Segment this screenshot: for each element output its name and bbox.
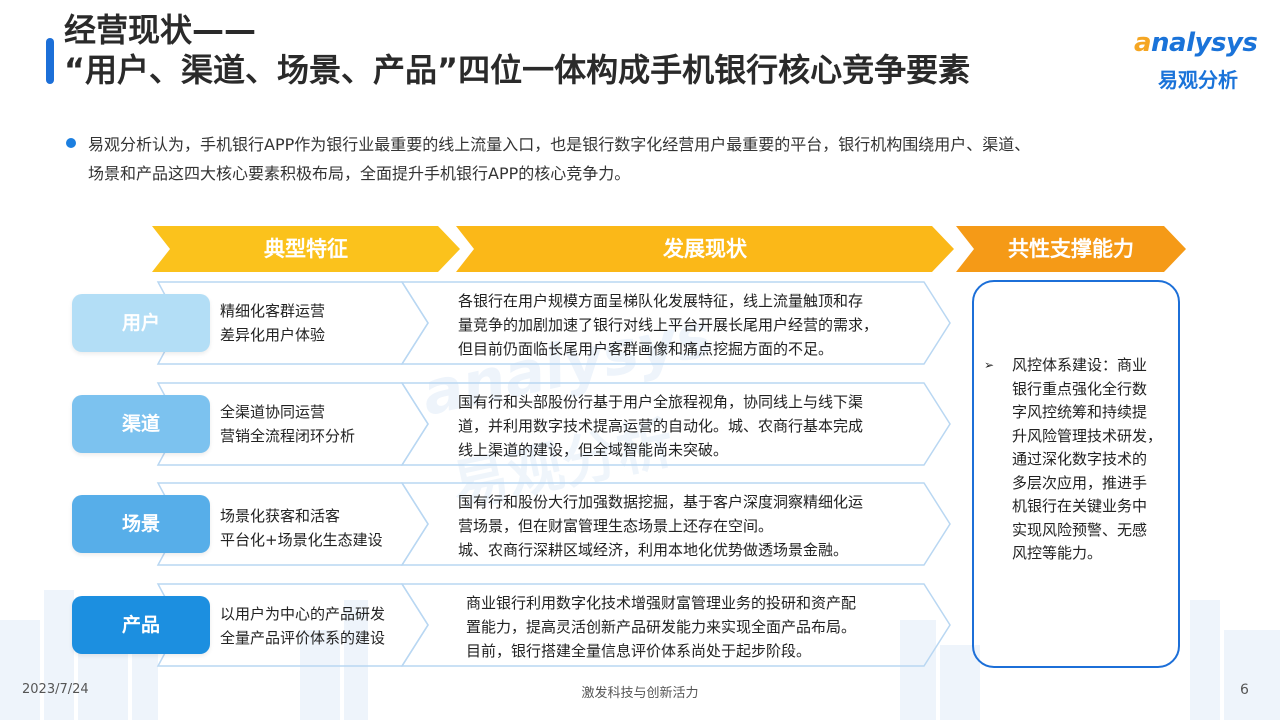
intro-line-2: 场景和产品这四大核心要素积极布局，全面提升手机银行APP的核心竞争力。 — [88, 164, 631, 183]
title-accent-bar — [46, 38, 54, 84]
status-line: 但目前仍面临长尾用户客群画像和痛点挖掘方面的不足。 — [458, 340, 834, 358]
feature-line: 以用户为中心的产品研发 — [220, 605, 386, 623]
row-label-product: 产品 — [72, 596, 210, 654]
footer-slogan: 激发科技与创新活力 — [581, 686, 699, 701]
intro-paragraph: 易观分析认为，手机银行APP作为银行业最重要的线上流量入口，也是银行数字化经营用… — [88, 130, 1208, 188]
title-line-2: “用户、渠道、场景、产品”四位一体构成手机银行核心竞争要素 — [64, 51, 971, 89]
support-line: 升风险管理技术研发， — [1012, 426, 1163, 445]
feature-line: 差异化用户体验 — [220, 326, 326, 344]
support-line: 实现风险预警、无感 — [1012, 520, 1148, 539]
status-line: 营场景，但在财富管理生态场景上还存在空间。 — [458, 517, 774, 535]
header-support: 共性支撑能力 — [956, 226, 1186, 272]
support-line: 字风控统筹和持续提 — [1012, 403, 1148, 421]
status-line: 道，并利用数字技术提高运营的自动化。城、农商行基本完成 — [458, 417, 864, 435]
intro-line-1: 易观分析认为，手机银行APP作为银行业最重要的线上流量入口，也是银行数字化经营用… — [88, 135, 1031, 154]
header-typical-label: 典型特征 — [264, 237, 348, 261]
row-status-channel: 国有行和头部股份行基于用户全旅程视角，协同线上与线下渠 道，并利用数字技术提高运… — [458, 390, 898, 462]
support-line: 风控等能力。 — [1012, 544, 1103, 562]
status-line: 商业银行利用数字化技术增强财富管理业务的投研和资产配 — [466, 594, 857, 612]
header-typical: 典型特征 — [152, 226, 460, 272]
row-label-user: 用户 — [72, 294, 210, 352]
row-status-scene: 国有行和股份大行加强数据挖掘，基于客户深度洞察精细化运 营场景，但在财富管理生态… — [458, 490, 898, 562]
support-line: 通过深化数字技术的 — [1012, 450, 1148, 468]
page-title: 经营现状—— “用户、渠道、场景、产品”四位一体构成手机银行核心竞争要素 — [64, 10, 970, 90]
header-support-label: 共性支撑能力 — [1008, 237, 1134, 261]
feature-line: 全量产品评价体系的建设 — [220, 629, 386, 647]
row-label-scene: 场景 — [72, 495, 210, 553]
status-line: 量竞争的加剧加速了银行对线上平台开展长尾用户经营的需求， — [458, 316, 879, 334]
row-features-scene: 场景化获客和活客 平台化+场景化生态建设 — [220, 504, 383, 552]
footer-date: 2023/7/24 — [22, 682, 89, 697]
row-label-channel: 渠道 — [72, 395, 210, 453]
arrow-bullet-icon: ➢ — [984, 358, 995, 372]
status-line: 置能力，提高灵活创新产品研发能力来实现全面产品布局。 — [466, 618, 857, 636]
row-features-user: 精细化客群运营 差异化用户体验 — [220, 299, 325, 347]
status-line: 国有行和股份大行加强数据挖掘，基于客户深度洞察精细化运 — [458, 493, 864, 511]
analysys-logo: analysys 易观分析 — [1134, 28, 1260, 94]
support-line: 风控体系建设：商业 — [1012, 356, 1148, 374]
status-line: 目前，银行搭建全量信息评价体系尚处于起步阶段。 — [466, 642, 812, 660]
row-features-product: 以用户为中心的产品研发 全量产品评价体系的建设 — [220, 602, 385, 650]
logo-cn-text: 易观分析 — [1158, 68, 1238, 92]
feature-line: 全渠道协同运营 — [220, 403, 326, 421]
header-status: 发展现状 — [456, 226, 954, 272]
title-line-1: 经营现状—— — [64, 11, 257, 49]
support-capability-box — [972, 280, 1180, 668]
logo-en-text: analysys — [1134, 28, 1258, 58]
page-number: 6 — [1240, 682, 1249, 698]
feature-line: 营销全流程闭环分析 — [220, 427, 356, 445]
status-line: 线上渠道的建设，但全域智能尚未突破。 — [458, 441, 729, 459]
support-line: 银行重点强化全行数 — [1012, 379, 1148, 398]
feature-line: 精细化客群运营 — [220, 302, 326, 320]
row-status-product: 商业银行利用数字化技术增强财富管理业务的投研和资产配 置能力，提高灵活创新产品研… — [466, 591, 906, 663]
feature-line: 场景化获客和活客 — [220, 507, 341, 525]
support-line: 多层次应用，推进手 — [1012, 473, 1148, 492]
support-text: 风控体系建设：商业 银行重点强化全行数 字风控统筹和持续提 升风险管理技术研发，… — [1012, 354, 1172, 566]
bullet-dot-icon — [66, 138, 76, 148]
row-status-user: 各银行在用户规模方面呈梯队化发展特征，线上流量触顶和存 量竞争的加剧加速了银行对… — [458, 289, 898, 361]
status-line: 国有行和头部股份行基于用户全旅程视角，协同线上与线下渠 — [458, 393, 864, 411]
feature-line: 平台化+场景化生态建设 — [220, 531, 383, 549]
status-line: 各银行在用户规模方面呈梯队化发展特征，线上流量触顶和存 — [458, 292, 864, 310]
status-line: 城、农商行深耕区域经济，利用本地化优势做透场景金融。 — [458, 541, 849, 559]
row-features-channel: 全渠道协同运营 营销全流程闭环分析 — [220, 400, 355, 448]
support-line: 机银行在关键业务中 — [1012, 497, 1148, 515]
header-status-label: 发展现状 — [663, 237, 747, 261]
